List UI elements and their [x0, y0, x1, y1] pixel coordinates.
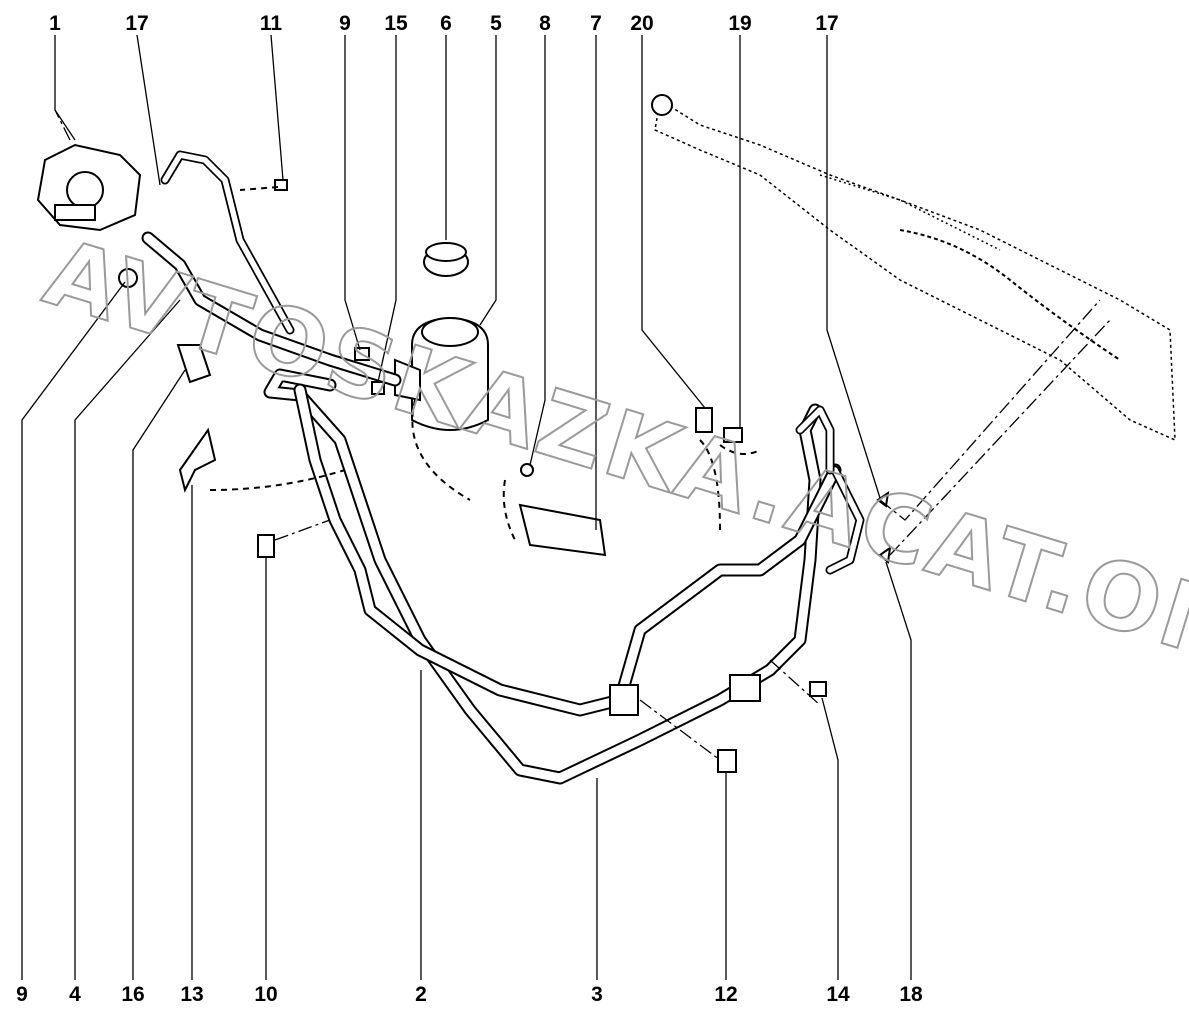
- callout-10: 10: [254, 983, 277, 1006]
- hose-4: [141, 231, 402, 387]
- callout-17-right: 17: [815, 12, 838, 35]
- callout-5: 5: [490, 12, 502, 35]
- callout-11: 11: [260, 12, 283, 35]
- hose-right: [795, 405, 865, 575]
- callout-2: 2: [415, 983, 427, 1006]
- reservoir: [394, 316, 489, 431]
- callout-9-bottom: 9: [16, 983, 28, 1006]
- callout-4: 4: [69, 983, 81, 1006]
- callout-6: 6: [440, 12, 452, 35]
- assembly-arrows: [54, 109, 1111, 761]
- callout-14: 14: [826, 983, 850, 1006]
- callout-19: 19: [728, 12, 751, 35]
- callout-18: 18: [899, 983, 923, 1006]
- steering-rack: [651, 94, 1176, 442]
- leader-lines: [21, 34, 912, 980]
- callout-7: 7: [590, 12, 602, 35]
- hose-3: [293, 383, 842, 717]
- reservoir-cap: [423, 242, 469, 277]
- callout-9: 9: [339, 12, 351, 35]
- pipe-17-feed: [160, 150, 295, 335]
- bottom-callouts: 9 4 16 13 10 2 3 12 14 18: [16, 983, 923, 1006]
- callout-3: 3: [591, 983, 603, 1006]
- top-callouts: 1 17 11 9 15 6 5 8 7 20 19 17: [49, 12, 839, 35]
- callout-16: 16: [121, 983, 144, 1006]
- clips-and-bolts: [118, 179, 892, 773]
- callout-20: 20: [630, 12, 653, 35]
- callout-13: 13: [180, 983, 203, 1006]
- callout-1: 1: [49, 12, 61, 35]
- callout-8: 8: [539, 12, 551, 35]
- callout-17: 17: [125, 12, 148, 35]
- power-steering-pump: [36, 143, 142, 232]
- callout-12: 12: [714, 983, 737, 1006]
- callout-15: 15: [384, 12, 408, 35]
